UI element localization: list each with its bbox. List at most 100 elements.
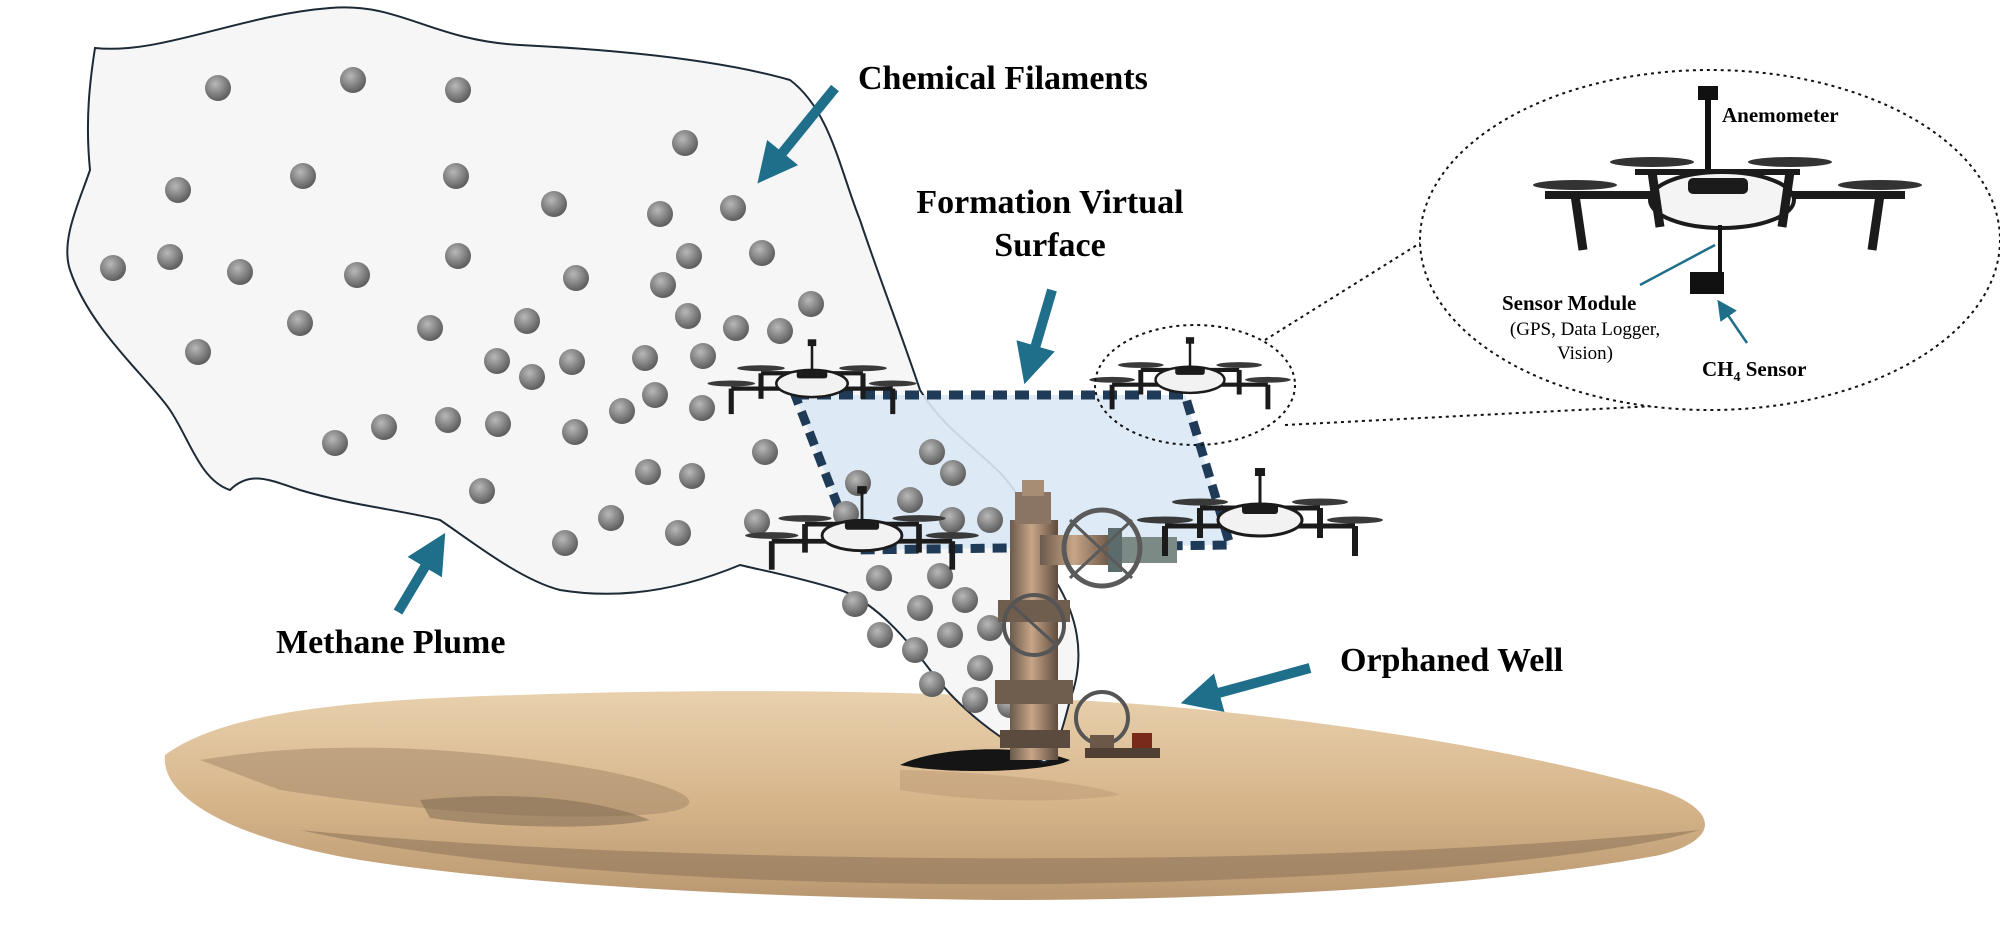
filament-dot (443, 163, 469, 189)
zoom-source-circle (1094, 324, 1296, 446)
filament-dot (559, 349, 585, 375)
filament-dot (798, 291, 824, 317)
ch4-subscript: 4 (1733, 370, 1741, 386)
filament-dot (519, 364, 545, 390)
filament-dot (632, 345, 658, 371)
filament-dot (445, 77, 471, 103)
filament-dot (290, 163, 316, 189)
filament-dot (344, 262, 370, 288)
anemometer-icon (1698, 86, 1718, 100)
filament-dot (927, 563, 953, 589)
pointer-sensor-module (1639, 243, 1716, 287)
filament-dot (723, 315, 749, 341)
filament-dot (552, 530, 578, 556)
filament-dot (371, 414, 397, 440)
label-sensor-module-detail: (GPS, Data Logger, Vision) (1490, 318, 1680, 366)
ground-terrain (164, 691, 1706, 900)
filament-dot (563, 265, 589, 291)
filament-dot (157, 244, 183, 270)
filament-dot (897, 487, 923, 513)
filament-dot (919, 439, 945, 465)
filament-dot (744, 509, 770, 535)
filament-dot (907, 595, 933, 621)
filament-dot (514, 308, 540, 334)
filament-dot (767, 318, 793, 344)
label-methane-plume: Methane Plume (276, 624, 506, 661)
drone (1089, 337, 1291, 410)
filament-dot (665, 520, 691, 546)
filament-dot (675, 303, 701, 329)
filament-dot (650, 272, 676, 298)
label-orphaned-well: Orphaned Well (1340, 642, 1564, 679)
filament-dot (562, 419, 588, 445)
arrow-formation-surface (1016, 288, 1057, 385)
filament-dot (919, 671, 945, 697)
label-formation-line2: Surface (994, 226, 1106, 264)
arrow-methane-plume (393, 532, 446, 615)
filament-dot (977, 507, 1003, 533)
filament-dot (977, 615, 1003, 641)
filament-dot (484, 348, 510, 374)
filament-dot (749, 240, 775, 266)
filament-dot (689, 395, 715, 421)
filament-dot (435, 407, 461, 433)
filament-dot (867, 622, 893, 648)
ch4-prefix: CH (1702, 357, 1734, 381)
filament-dot (752, 439, 778, 465)
filament-dot (642, 382, 668, 408)
filament-dot (287, 310, 313, 336)
drone (1137, 468, 1383, 556)
zoom-connector-bottom (1284, 404, 1676, 426)
ch4-sensor-box (1690, 272, 1724, 294)
filament-dot (939, 507, 965, 533)
methane-plume-outline (66, 6, 1080, 763)
filament-dot (609, 398, 635, 424)
filament-dot (690, 343, 716, 369)
label-formation-virtual-surface: Formation Virtual Surface (905, 182, 1195, 267)
filament-dot (165, 177, 191, 203)
filament-dot (672, 130, 698, 156)
filament-dot (598, 505, 624, 531)
arrow-chemical-filaments (757, 84, 839, 184)
label-sensor-detail-line1: (GPS, Data Logger, (1509, 319, 1661, 340)
filament-dot (541, 191, 567, 217)
sensor-drone-detail (1533, 86, 1922, 294)
filament-dot (720, 195, 746, 221)
label-sensor-detail-line2: Vision) (1557, 342, 1613, 364)
label-formation-line1: Formation Virtual (916, 184, 1184, 221)
filament-dot (469, 478, 495, 504)
drone-swarm (707, 337, 1383, 570)
label-sensor-module: Sensor Module (1502, 291, 1637, 315)
label-chemical-filaments: Chemical Filaments (858, 60, 1148, 97)
label-ch4-sensor: CH4 Sensor (1702, 356, 1806, 387)
filament-dot (100, 255, 126, 281)
filament-dot (940, 460, 966, 486)
arrow-orphaned-well (1180, 663, 1312, 713)
chemical-filaments (100, 67, 1023, 718)
filament-dot (866, 565, 892, 591)
filament-dot (902, 637, 928, 663)
filament-dot (962, 687, 988, 713)
filament-dot (340, 67, 366, 93)
filament-dot (635, 459, 661, 485)
filament-dot (647, 201, 673, 227)
ch4-suffix: Sensor (1740, 357, 1807, 381)
filament-dot (485, 411, 511, 437)
filament-dot (417, 315, 443, 341)
label-anemometer: Anemometer (1722, 103, 1839, 127)
filament-dot (322, 430, 348, 456)
drone (707, 339, 917, 415)
filament-dot (445, 243, 471, 269)
pointer-ch4-sensor (1717, 299, 1749, 344)
filament-dot (676, 243, 702, 269)
filament-dot (205, 75, 231, 101)
filament-dot (679, 463, 705, 489)
filament-dot (937, 622, 963, 648)
filament-dot (952, 587, 978, 613)
filament-dot (227, 259, 253, 285)
filament-dot (185, 339, 211, 365)
filament-dot (842, 591, 868, 617)
zoom-connector-top (1264, 239, 1426, 341)
